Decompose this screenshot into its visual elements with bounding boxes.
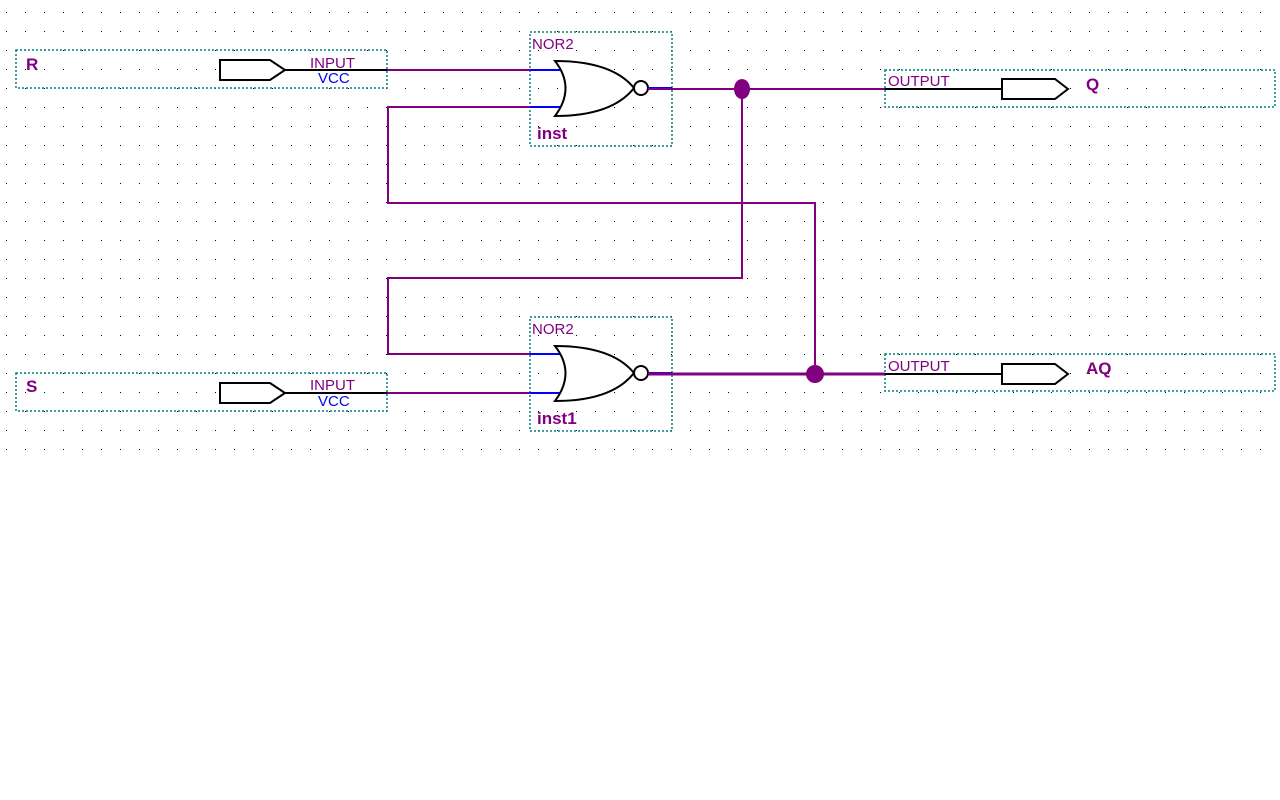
input-pin-r-symbol [219, 59, 287, 81]
output-pin-q-type: OUTPUT [888, 73, 950, 90]
output-pin-aq-frame [884, 353, 1276, 392]
nor-gate-inst-body [552, 59, 636, 118]
output-pin-q-frame [884, 69, 1276, 108]
nor-gate-inst-label: inst [537, 124, 568, 143]
junction-q [734, 79, 750, 99]
output-pin-aq-type: OUTPUT [888, 358, 950, 375]
nor-gate-inst[interactable]: NOR2 inst [529, 31, 673, 147]
junction-aq [806, 365, 824, 383]
input-pin-s-symbol [219, 382, 287, 404]
nor-gate-inst1-label: inst1 [537, 409, 577, 428]
output-pin-aq-symbol [1001, 363, 1070, 385]
nor-gate-inst1-bubble [633, 365, 649, 381]
input-pin-s-type: INPUT [310, 377, 355, 394]
nor-gate-inst1-type: NOR2 [532, 321, 574, 338]
input-pin-s[interactable]: S INPUT VCC [15, 372, 388, 412]
nor-gate-inst-type: NOR2 [532, 36, 574, 53]
input-pin-s-default: VCC [318, 393, 350, 410]
wire-feedback-q-to-inst1[interactable] [387, 89, 743, 355]
output-pin-q-name: Q [1086, 75, 1099, 94]
input-pin-r[interactable]: R INPUT VCC [15, 49, 388, 89]
output-pin-q[interactable]: OUTPUT Q [884, 69, 1276, 108]
input-pin-s-name: S [26, 377, 37, 396]
output-pin-q-symbol [1001, 78, 1070, 100]
nor-gate-inst-bubble [633, 80, 649, 96]
input-pin-r-name: R [26, 55, 38, 74]
output-pin-aq-name: AQ [1086, 359, 1112, 378]
input-pin-r-default: VCC [318, 70, 350, 87]
input-pin-r-type: INPUT [310, 55, 355, 72]
nor-gate-inst1-body [552, 344, 636, 403]
wire-feedback-aq-to-inst[interactable] [387, 106, 816, 374]
grid-dots [6, 12, 1261, 450]
nor-gate-inst1[interactable]: NOR2 inst1 [529, 316, 673, 432]
output-pin-aq[interactable]: OUTPUT AQ [884, 353, 1276, 392]
